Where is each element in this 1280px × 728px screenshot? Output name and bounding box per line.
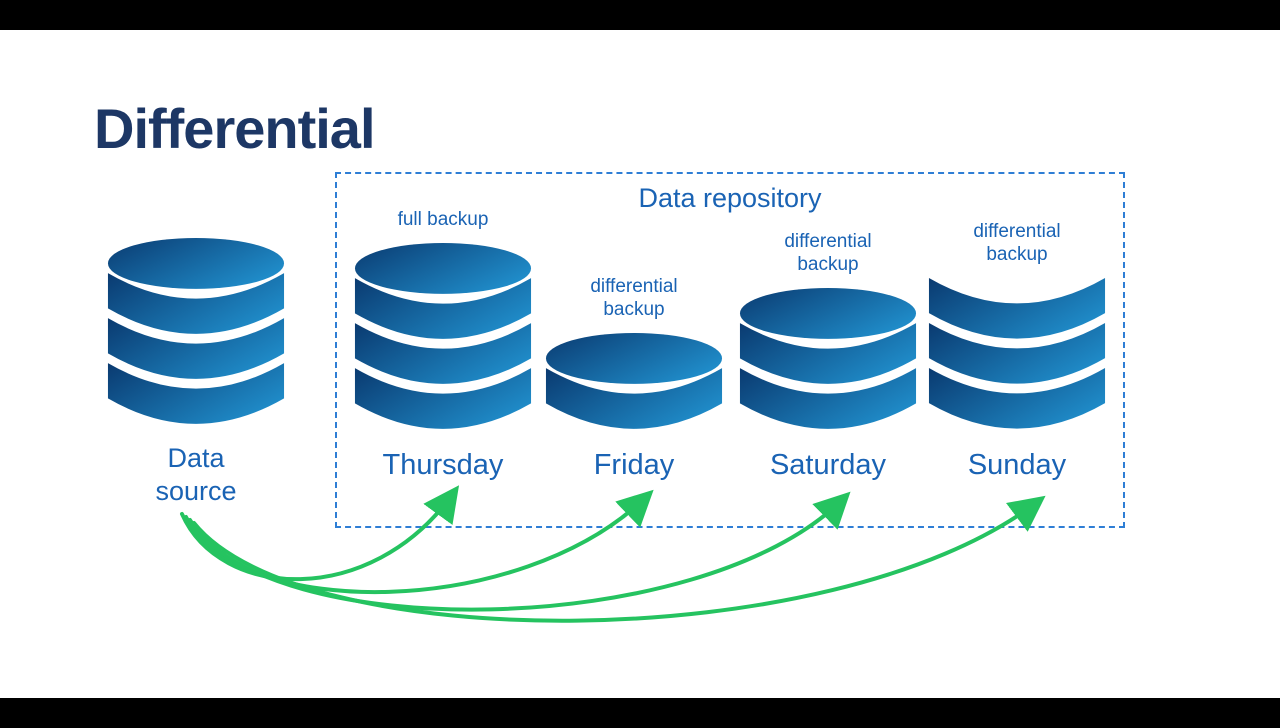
day-group-thursday: full backup Thursday (348, 208, 538, 482)
database-icon (928, 278, 1106, 430)
backup-type-label: differential backup (784, 230, 872, 276)
backup-type-label: differential backup (973, 221, 1061, 266)
bottom-letterbox-bar (0, 698, 1280, 728)
day-label: Sunday (967, 449, 1067, 481)
day-group-sunday: differential backup Sunday (922, 220, 1112, 482)
database-icon (739, 288, 917, 430)
database-icon (107, 238, 285, 425)
day-label: Friday (593, 449, 675, 481)
page-title: Differential (94, 96, 375, 160)
data-source-label: Data source (155, 443, 237, 507)
data-repository-label: Data repository (638, 183, 822, 213)
database-icon (354, 243, 532, 430)
data-source-group: Data source (101, 236, 291, 508)
backup-type-label: differential backup (590, 275, 678, 321)
day-label: Saturday (769, 449, 887, 481)
backup-type-label: full backup (397, 209, 489, 231)
day-group-saturday: differential backup Saturday (733, 230, 923, 482)
database-icon (545, 333, 723, 430)
day-group-friday: differential backup Friday (539, 275, 729, 482)
day-label: Thursday (382, 449, 504, 481)
top-letterbox-bar (0, 0, 1280, 30)
